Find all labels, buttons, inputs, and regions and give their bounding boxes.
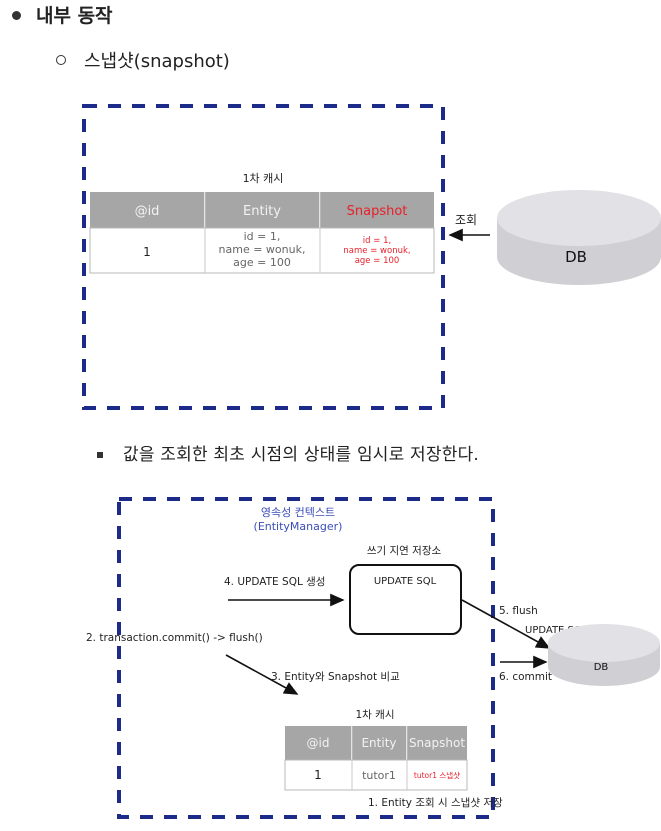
step3-arrow [225,654,299,695]
step3-label: 3. Entity와 Snapshot 비교 [271,671,400,683]
header-id-label: @id [307,736,330,750]
table-header-entity [352,726,406,760]
db-cylinder-icon [497,190,661,285]
lookup-label: 조회 [455,213,477,227]
table-header-id [90,192,204,228]
step1-label: 1. Entity 조회 시 스냅샷 저장 [368,797,503,809]
db-cylinder-icon [548,624,660,686]
row-snapshot: tutor1 스냅샷 [414,771,460,780]
table-row [284,759,468,791]
step5-arrow [461,599,551,649]
row-snapshot-line1: id = 1, [363,236,391,246]
persistence-context-border [82,104,445,410]
description-text: 값을 조회한 최초 시점의 상태를 임시로 저장한다. [123,445,480,465]
row-id: 1 [314,768,322,782]
bullet-circle-icon [56,55,66,65]
table-header-snapshot [407,726,467,760]
bullet-dot-icon [12,11,21,20]
row-id: 1 [143,245,151,259]
db-label: DB [565,248,587,266]
header-snapshot-label: Snapshot [347,204,408,219]
row-entity-line3: age = 100 [233,256,291,269]
cache-title: 1차 캐시 [243,172,284,185]
subsection-heading: 스냅샷(snapshot) [84,51,230,72]
table-header-id [285,726,351,760]
header-snapshot-label: Snapshot [409,736,465,750]
step5-sql-label: UPDATE SQL [525,625,588,636]
step6-label: 6. commit [499,671,552,683]
cache-title: 1차 캐시 [356,709,395,721]
row-snapshot-line2: name = wonuk, [343,246,410,256]
snapshot-diagram: 1차 캐시 @id Entity Snapshot 1 id = 1, name… [82,104,661,410]
write-store-title: 쓰기 지연 저장소 [367,545,442,557]
context-title-line1: 영속성 컨텍스트 [261,506,335,519]
table-row [89,227,435,274]
header-entity-label: Entity [243,204,281,219]
row-entity-line2: name = wonuk, [219,243,306,256]
header-id-label: @id [135,204,160,219]
table-header-snapshot [320,192,434,228]
row-entity-line1: id = 1, [244,230,281,243]
write-behind-store [349,564,462,635]
write-store-sql: UPDATE SQL [374,576,437,587]
header-entity-label: Entity [361,736,396,750]
step4-label: 4. UPDATE SQL 생성 [224,576,325,588]
bullet-square-icon [97,452,103,458]
table-header-entity [205,192,319,228]
step2-label: 2. transaction.commit() -> flush() [86,632,263,644]
section-heading: 내부 동작 [36,5,113,27]
row-entity: tutor1 [362,769,396,782]
row-snapshot-line3: age = 100 [355,256,400,266]
db-label: DB [594,662,609,673]
context-title-line2: (EntityManager) [254,520,343,533]
dirty-checking-diagram: 영속성 컨텍스트 (EntityManager) 쓰기 지연 저장소 UPDAT… [86,497,660,819]
step5-label: 5. flush [499,605,538,617]
persistence-context-border [117,497,495,819]
